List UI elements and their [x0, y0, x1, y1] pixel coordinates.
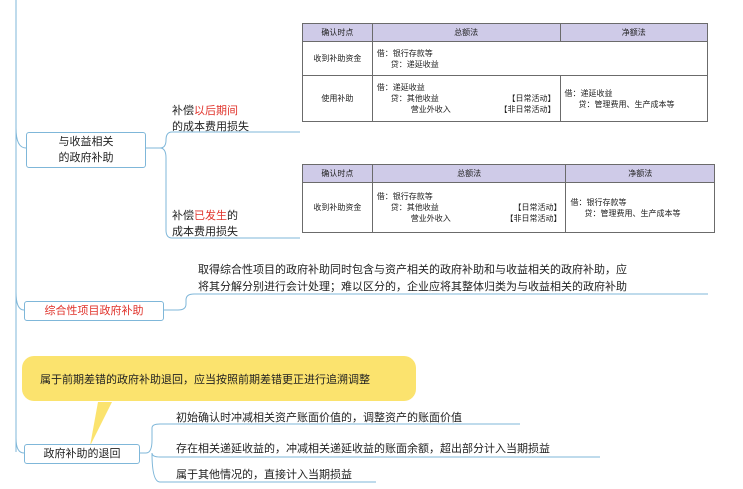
mixed-desc-line1: 取得综合性项目的政府补助同时包含与资产相关的政府补助和与收益相关的政府补助，应	[198, 263, 627, 276]
refund-item-1[interactable]: 初始确认时冲减相关资产账面价值的，调整资产的账面价值	[176, 411, 462, 424]
t1-r2-gross-l2-tag: 【日常活动】	[507, 94, 556, 103]
t1-r2-time: 使用补助	[302, 75, 373, 122]
income-related-node[interactable]: 与收益相关 的政府补助	[26, 132, 146, 168]
t2-r1-gross-l1: 借：银行存款等	[376, 192, 433, 201]
past-prefix: 补偿	[172, 209, 194, 222]
t2-r1-gross-l3-tag: 【非日常活动】	[505, 214, 562, 223]
t1-r1-gross-l1: 借：银行存款等	[376, 48, 433, 58]
t1-r2-net-l1: 借：递延收益	[564, 88, 613, 98]
past-highlight: 已发生	[194, 209, 227, 222]
future-highlight: 以后期间	[194, 104, 238, 117]
income-to-sub-down	[159, 147, 300, 239]
t2-r1-net-l1: 借：银行存款等	[570, 197, 627, 207]
income-node-line2: 的政府补助	[58, 151, 114, 164]
t1-header-net: 净额法	[559, 23, 708, 42]
t1-r1-gross: 借：银行存款等 贷：递延收益	[371, 41, 709, 76]
t2-r1-time: 收到补助资金	[302, 182, 373, 233]
refund-item-3[interactable]: 属于其他情况的，直接计入当期损益	[176, 468, 352, 481]
t1-r1-time: 收到补助资金	[302, 41, 373, 76]
t1-header-gross: 总额法	[371, 23, 561, 42]
trunk-to-refund	[15, 437, 25, 454]
t2-header-net: 净额法	[565, 164, 715, 183]
mixed-description: 取得综合性项目的政府补助同时包含与资产相关的政府补助和与收益相关的政府补助，应 …	[198, 261, 627, 295]
refund-to-items	[138, 423, 520, 454]
t1-header-time: 确认时点	[302, 23, 373, 42]
t2-r1-gross-l2-tag: 【日常活动】	[513, 203, 562, 212]
mixed-desc-line2: 将其分解分别进行会计处理；难以区分的，企业应将其整体归类为与收益相关的政府补助	[198, 280, 627, 293]
income-node-line1: 与收益相关	[58, 135, 114, 148]
mixed-project-node[interactable]: 综合性项目政府补助	[24, 301, 164, 321]
t2-r1-gross: 借：银行存款等 贷：其他收益 【日常活动】 营业外收入 【非日常活动】	[371, 182, 567, 233]
t1-r2-gross: 借：递延收益 贷：其他收益 【日常活动】 营业外收入 【非日常活动】	[371, 75, 561, 122]
callout-text: 属于前期差错的政府补助退回，应当按照前期差错更正进行追溯调整	[40, 372, 370, 386]
prior-error-callout: 属于前期差错的政府补助退回，应当按照前期差错更正进行追溯调整	[22, 356, 416, 401]
t1-r2-gross-l3-tag: 【非日常活动】	[499, 105, 556, 114]
past-period-table: 确认时点 总额法 净额法 收到补助资金 借：银行存款等 贷：其他收益 【日常活动…	[302, 164, 715, 233]
t1-r2-gross-l2-row: 贷：其他收益 【日常活动】	[377, 93, 556, 104]
past-period-node[interactable]: 补偿已发生的 成本费用损失	[172, 208, 238, 240]
future-period-node[interactable]: 补偿以后期间 的成本费用损失	[172, 103, 249, 135]
mixed-to-desc	[162, 293, 708, 311]
t2-r1-gross-l2-row: 贷：其他收益 【日常活动】	[377, 202, 562, 213]
t2-r1-gross-l2: 贷：其他收益	[390, 203, 439, 212]
trunk-to-mixed	[15, 291, 25, 311]
t2-header-time: 确认时点	[302, 164, 373, 183]
future-period-table: 确认时点 总额法 净额法 收到补助资金 借：银行存款等 贷：递延收益 使用补助 …	[302, 23, 709, 122]
t2-r1-gross-l3: 营业外收入	[410, 214, 451, 223]
t1-r2-gross-l3-row: 营业外收入 【非日常活动】	[377, 104, 556, 115]
future-prefix: 补偿	[172, 104, 194, 117]
t1-r2-gross-l2: 贷：其他收益	[390, 94, 439, 103]
t1-r1-gross-l2: 贷：递延收益	[390, 59, 439, 69]
income-to-sub	[146, 131, 300, 149]
t2-r1-net-l2: 贷：管理费用、生产成本等	[584, 208, 681, 218]
t1-r2-net: 借：递延收益 贷：管理费用、生产成本等	[559, 75, 708, 122]
trunk-to-income	[15, 127, 27, 149]
t2-r1-gross-l3-row: 营业外收入 【非日常活动】	[377, 213, 562, 224]
callout-pointer	[90, 402, 112, 446]
refund-node[interactable]: 政府补助的退回	[24, 444, 140, 464]
past-suffix: 的	[227, 209, 238, 222]
refund-item-2[interactable]: 存在相关递延收益的，冲减相关递延收益的账面余额，超出部分计入当期损益	[176, 442, 550, 455]
t1-r2-gross-l1: 借：递延收益	[376, 83, 425, 92]
t1-r2-net-l2: 贷：管理费用、生产成本等	[578, 99, 675, 109]
past-line2: 成本费用损失	[172, 225, 238, 238]
refund-item3-line	[151, 452, 376, 483]
future-line2: 的成本费用损失	[172, 120, 249, 133]
t2-r1-net: 借：银行存款等 贷：管理费用、生产成本等	[565, 182, 715, 233]
mixed-node-label: 综合性项目政府补助	[44, 304, 144, 317]
t2-header-gross: 总额法	[371, 164, 567, 183]
t1-r2-gross-l3: 营业外收入	[410, 105, 451, 114]
refund-node-label: 政府补助的退回	[43, 447, 121, 460]
